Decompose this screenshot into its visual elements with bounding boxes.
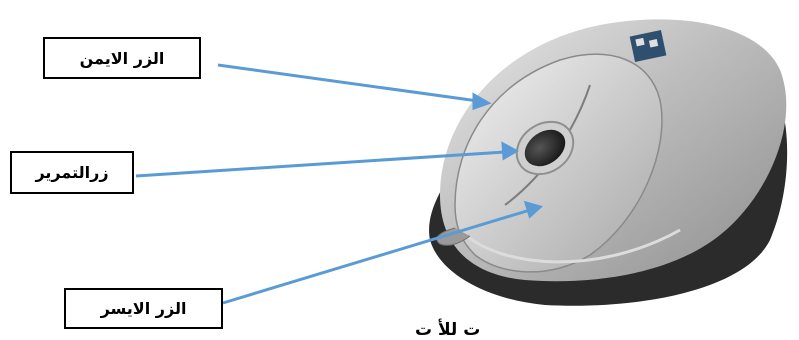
- label-scroll-button: زرالتمرير: [10, 151, 134, 194]
- label-right-button: الزر الايمن: [43, 37, 201, 79]
- label-scroll-button-text: زرالتمرير: [35, 163, 108, 182]
- figure-caption: ت للأ ت: [415, 320, 480, 340]
- arrow-right-button: [218, 65, 488, 108]
- label-left-button-text: الزر الايسر: [101, 299, 187, 318]
- label-right-button-text: الزر الايمن: [80, 49, 165, 68]
- label-left-button: الزر الايسر: [64, 288, 223, 329]
